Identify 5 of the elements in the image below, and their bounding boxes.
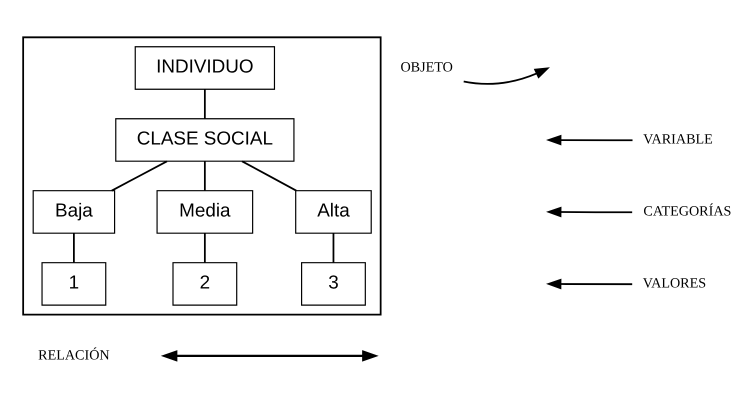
node-text: VARIABLE: [642, 131, 712, 148]
node-text: CATEGORÍAS: [642, 203, 731, 220]
label: RELACIÓN: [38, 347, 110, 364]
node-text: VALORES: [642, 275, 706, 292]
node-text: OBJETO: [400, 59, 452, 76]
